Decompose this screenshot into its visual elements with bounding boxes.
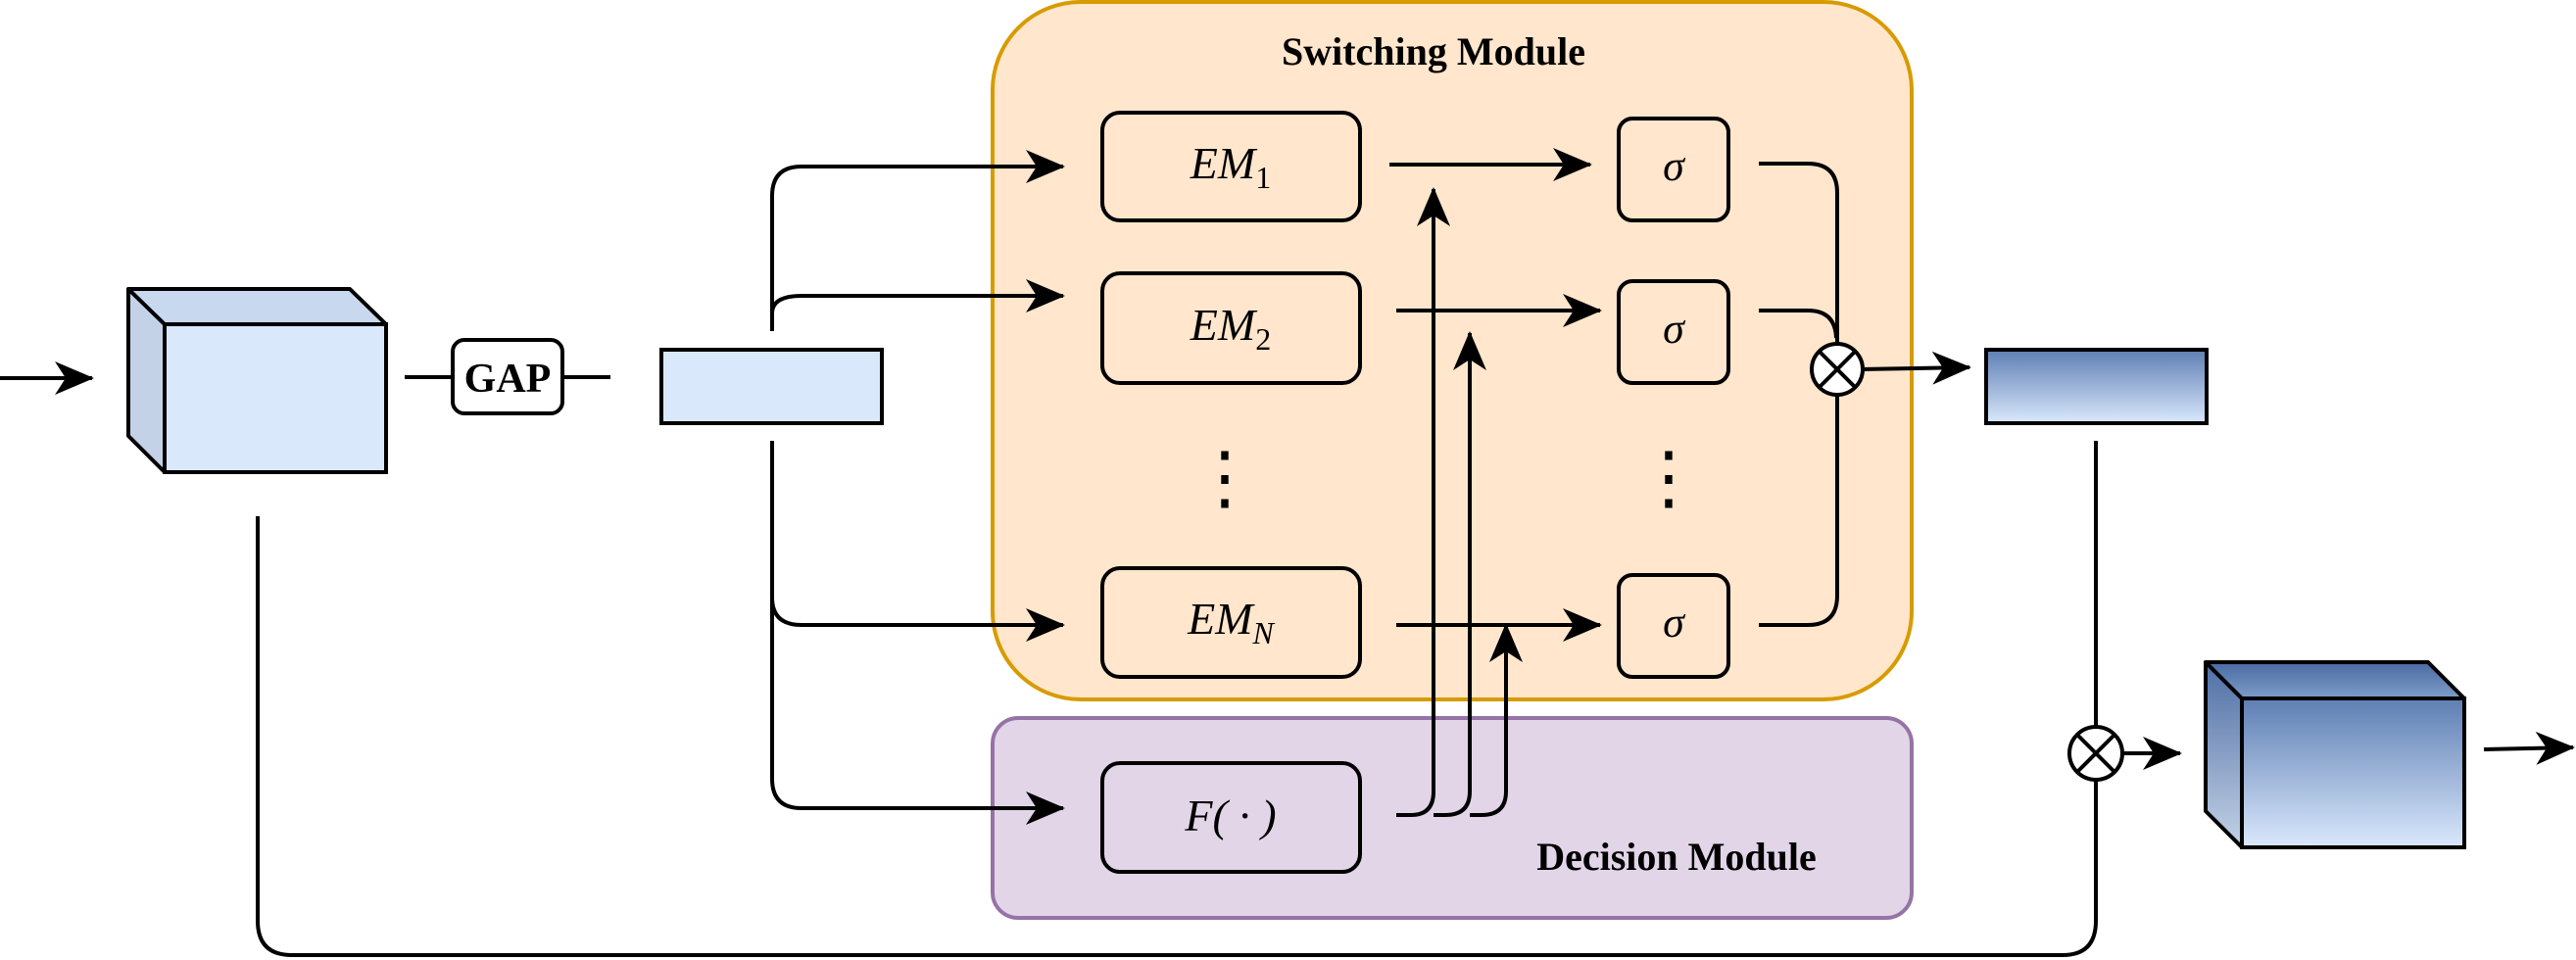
expert-em2-sub: 2	[1255, 321, 1271, 357]
skip-connection	[256, 516, 2098, 957]
pooled-vector	[659, 348, 884, 425]
sigma2-to-merge	[1759, 309, 1838, 339]
channel-weight-vector	[1984, 348, 2209, 425]
output-arrow	[2483, 731, 2575, 765]
merge-to-weights	[1862, 351, 1971, 385]
sigma-box-2: σ	[1617, 279, 1730, 385]
decision-function-box	[1100, 761, 1362, 874]
expert-em2-base: EM	[1190, 300, 1258, 350]
sigman-to-merge	[1759, 396, 1839, 627]
branch-to-decision	[770, 598, 1065, 825]
svg-text:EMN: EMN	[1187, 594, 1275, 650]
expert-emn: EMN	[1100, 566, 1362, 679]
expert-emn-sub: N	[1252, 615, 1276, 650]
expert-em2: EM2	[1100, 271, 1362, 385]
sigma-ellipsis: ⋮	[1633, 439, 1704, 517]
expert-em1: EM1	[1100, 111, 1362, 222]
branch-to-em2	[770, 279, 1065, 314]
switching-module-title: Switching Module	[1282, 29, 1585, 73]
output-feature-cube	[2204, 660, 2466, 849]
sigma1-to-merge	[1759, 162, 1839, 348]
decision-function-label: F( · )	[1184, 791, 1276, 840]
expert-em1-sub: 1	[1255, 160, 1271, 195]
sigma-1-label: σ	[1663, 142, 1686, 190]
sigma-box-n: σ	[1617, 573, 1730, 679]
branch-to-em1	[770, 150, 1065, 331]
sigma-n-label: σ	[1663, 599, 1686, 647]
circle-times-icon-output	[2067, 725, 2124, 782]
circle-times-icon	[1810, 342, 1865, 397]
decision-module-title: Decision Module	[1536, 835, 1817, 879]
sigma-box-1: σ	[1617, 117, 1730, 222]
expert-emn-base: EM	[1187, 594, 1255, 644]
svg-text:EM1: EM1	[1190, 138, 1271, 195]
svg-text:EM2: EM2	[1190, 300, 1271, 357]
expert-em1-base: EM	[1190, 138, 1258, 188]
decision-to-gate1	[1396, 187, 1450, 817]
gap-label: GAP	[464, 357, 552, 402]
decision-to-gate2	[1434, 331, 1486, 817]
sigma-2-label: σ	[1663, 305, 1686, 353]
expert-ellipsis: ⋮	[1190, 439, 1260, 517]
input-feature-cube	[126, 287, 388, 474]
decision-to-gaten	[1470, 623, 1523, 817]
